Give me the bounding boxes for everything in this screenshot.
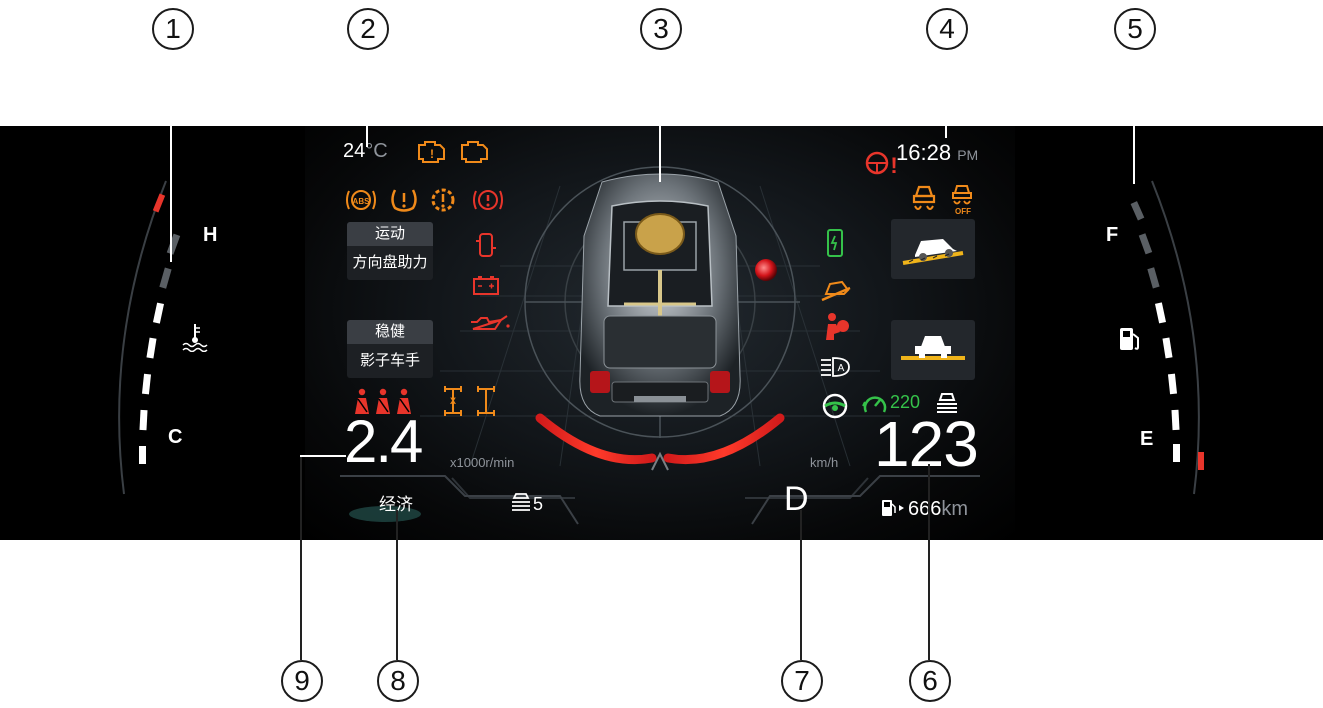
callout-7: 7 [781,660,823,702]
callout-8: 8 [377,660,419,702]
phone-charging-icon [827,229,843,257]
callout-3: 3 [640,8,682,50]
hill-hold-tile [891,219,975,279]
downhill-tile [891,320,975,380]
vehicle-3d-model [579,173,741,417]
stability-control-icon [912,185,936,210]
coolant-temperature-icon [182,324,208,352]
callout-6: 6 [909,660,951,702]
hill-descent-icon [821,280,851,302]
steering-assist-mode-title: 运动 [347,222,433,246]
fuel-empty-label: E [1140,428,1154,450]
callout-5: 5 [1114,8,1156,50]
callout-1: 1 [152,8,194,50]
cluster-graphics [118,166,1204,499]
range-unit: km [941,498,969,520]
bottom-bezel [340,475,980,525]
hill-hold-icon [902,239,964,265]
outside-temperature: 24°C [343,140,388,163]
leader-line-2 [366,50,368,147]
svg-text:OFF: OFF [955,207,971,215]
abs-icon: ABS [346,190,376,210]
range-fuel-icon [882,500,904,516]
fuel-pump-icon [1120,328,1139,350]
auto-headlight-icon: A [821,357,850,377]
door-open-icon [476,233,496,257]
svg-text:ABS: ABS [353,197,371,206]
svg-text:!: ! [890,153,897,178]
transmission-fault-icon [431,188,455,212]
diff-lock-icon: X [444,386,495,416]
temperature-unit: °C [365,140,388,162]
oil-pressure-icon [471,315,510,330]
rpm-value: 2.4 [344,408,423,475]
speed-unit: km/h [810,455,839,470]
gear-level-icon [512,493,530,511]
leader-line-7 [800,510,802,660]
callout-9: 9 [281,660,323,702]
clock-time: 16:28 [896,140,952,165]
leader-line-4 [945,50,947,138]
svg-text:X: X [450,396,456,406]
steering-fault-icon: ! [865,151,898,178]
svg-text:A: A [838,363,845,374]
callout-2: 2 [347,8,389,50]
airbag-icon [826,313,849,340]
shadow-driver-mode: 稳健 影子车手 [347,320,433,378]
stability-off-icon: OFF [952,185,972,215]
temperature-value: 24 [343,140,366,162]
seatbelt-icon [355,388,411,414]
rpm-unit: x1000r/min [450,455,515,470]
leader-line-9-elbow [300,455,346,457]
downhill-assist-icon [901,336,965,360]
cruise-control-icon [862,396,887,413]
leader-line-1 [170,50,172,262]
instrument-cluster: H C F E 24°C 16:28 PM ! ! ABS [0,126,1323,540]
leader-line-3 [659,50,661,182]
brake-warning-icon [473,190,503,210]
lane-assist-icon [822,393,848,419]
steering-assist-mode: 运动 方向盘助力 [347,222,433,280]
shadow-driver-mode-title: 稳健 [347,320,433,344]
speed-value: 123 [874,408,979,480]
drive-mode-label: 经济 [379,495,413,514]
gear-level-value: 5 [533,494,544,514]
leader-line-6 [928,464,930,660]
range-readout: 666km [908,498,968,521]
battery-icon [473,276,499,295]
leader-line-9 [300,455,302,660]
coolant-hot-label: H [203,224,218,246]
svg-text:!: ! [430,147,434,161]
clock: 16:28 PM [896,140,978,166]
shadow-driver-mode-label: 影子车手 [359,352,420,369]
steering-assist-mode-label: 方向盘助力 [352,254,428,271]
engine-warning-icon: ! [418,141,445,163]
tire-pressure-icon [391,189,417,212]
callout-4: 4 [926,8,968,50]
fuel-full-label: F [1106,224,1119,246]
range-value: 666 [908,498,942,520]
leader-line-5 [1133,50,1135,184]
check-engine-icon [461,141,488,163]
leader-line-8 [396,510,398,660]
coolant-cold-label: C [168,426,183,448]
gear-indicator: D [784,480,809,518]
clock-meridiem: PM [957,147,979,163]
low-gear-icon [937,393,957,413]
speed-limit-value: 220 [890,392,921,412]
